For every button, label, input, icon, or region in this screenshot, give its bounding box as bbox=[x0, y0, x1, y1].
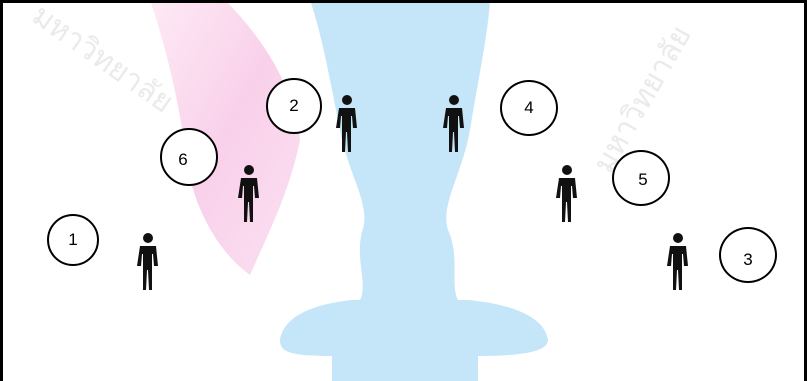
person-standing-icon bbox=[137, 232, 159, 290]
vase-silhouette bbox=[280, 0, 548, 381]
position-marker-3: 3 bbox=[719, 227, 777, 283]
position-label-4: 4 bbox=[524, 98, 533, 118]
position-marker-5: 5 bbox=[612, 150, 670, 206]
position-label-5: 5 bbox=[638, 170, 647, 190]
person-standing-icon bbox=[238, 164, 260, 222]
position-marker-1: 1 bbox=[47, 214, 99, 266]
position-marker-2: 2 bbox=[266, 78, 322, 134]
frame-left bbox=[0, 0, 3, 381]
person-standing-icon bbox=[336, 94, 358, 152]
person-standing-icon bbox=[667, 232, 689, 290]
position-label-3: 3 bbox=[743, 250, 752, 270]
position-marker-4: 4 bbox=[500, 80, 558, 136]
person-standing-icon bbox=[556, 164, 578, 222]
frame-top bbox=[0, 0, 807, 3]
person-standing-icon bbox=[443, 94, 465, 152]
position-label-6: 6 bbox=[178, 150, 187, 170]
position-label-2: 2 bbox=[289, 96, 298, 116]
position-label-1: 1 bbox=[68, 230, 77, 250]
position-marker-6: 6 bbox=[160, 128, 218, 186]
